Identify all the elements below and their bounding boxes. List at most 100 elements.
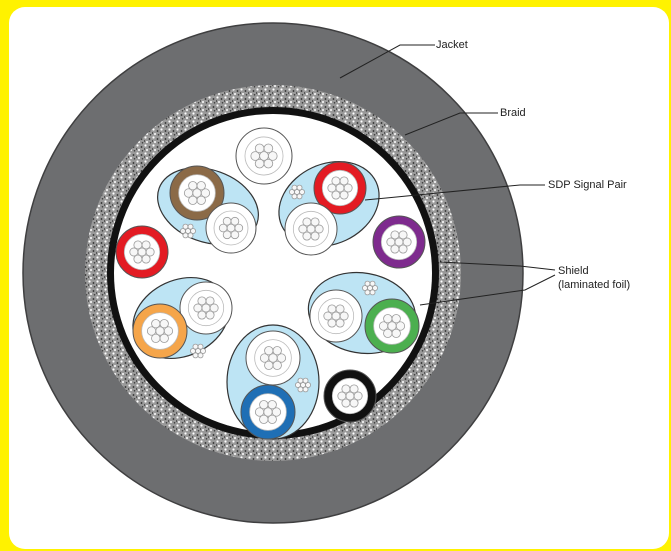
strand (353, 391, 363, 401)
drain-strands (289, 184, 305, 200)
strand (383, 328, 393, 338)
strand (386, 237, 396, 247)
strand (183, 188, 194, 198)
strand (205, 296, 215, 306)
strand (151, 333, 161, 343)
strand (192, 352, 199, 359)
braid-label: Braid (500, 107, 526, 119)
strand (302, 386, 309, 393)
strand (390, 230, 400, 240)
strand (272, 360, 282, 370)
strand (362, 285, 368, 291)
strand (297, 377, 304, 384)
strand (395, 321, 406, 331)
strand (289, 189, 295, 195)
strand (197, 296, 207, 306)
white-conductor (309, 289, 363, 343)
strand (369, 280, 376, 287)
strand (254, 407, 265, 417)
strand (197, 310, 207, 320)
strand (398, 244, 408, 254)
strand (133, 240, 143, 250)
strand (349, 384, 359, 394)
drain-strands (362, 280, 378, 296)
strand (310, 217, 320, 227)
strand (331, 176, 341, 186)
strand (372, 285, 378, 291)
strand (291, 184, 298, 191)
strand (299, 189, 305, 195)
strand (339, 190, 349, 200)
strand (331, 190, 341, 200)
shield-sublabel: (laminated foil) (558, 279, 630, 291)
conductor-group (115, 127, 426, 440)
jacket-label: Jacket (436, 39, 468, 51)
strand (327, 304, 337, 314)
strand (222, 216, 232, 226)
cable-cross-section-diagram: Jacket Braid SDP Signal Pair Shield (lam… (22, 22, 630, 524)
strand (159, 319, 169, 329)
strand (141, 240, 151, 250)
strand (187, 232, 194, 239)
strand (343, 183, 353, 193)
shield-leader-2 (419, 274, 556, 306)
strand (263, 158, 274, 169)
strand (254, 158, 265, 169)
strand (230, 230, 240, 240)
strand (391, 314, 401, 324)
strand (196, 195, 206, 205)
strand (291, 193, 298, 200)
strand (254, 143, 265, 154)
strand (276, 353, 287, 363)
strand (302, 217, 312, 227)
strand (141, 254, 151, 264)
strand (200, 348, 206, 354)
strand (133, 254, 143, 264)
sdp-pair-leader (364, 184, 545, 201)
red-conductor (313, 161, 367, 215)
strand (259, 400, 269, 410)
strand (298, 224, 308, 234)
strand (339, 176, 349, 186)
blue-conductor (240, 384, 296, 440)
strand (369, 289, 376, 296)
strand (188, 181, 198, 191)
strand (267, 400, 277, 410)
strand (267, 151, 278, 161)
strand (182, 223, 189, 230)
strand (391, 328, 401, 338)
strand (402, 237, 412, 247)
strand (230, 216, 240, 226)
strand (129, 247, 139, 257)
strand (192, 343, 199, 350)
shield-leader-1 (439, 261, 556, 271)
strand (190, 228, 196, 234)
strand (271, 407, 282, 417)
strand (296, 184, 303, 191)
strand (378, 321, 389, 331)
strand (272, 346, 282, 356)
strand (327, 183, 337, 193)
strand (264, 360, 274, 370)
strand (339, 311, 349, 321)
strand (314, 224, 324, 234)
drain-strands (190, 343, 206, 359)
strand (305, 382, 311, 388)
sdp-signal-pair-label: SDP Signal Pair (548, 179, 627, 191)
strand (187, 223, 194, 230)
strand (349, 398, 359, 408)
strand (197, 343, 204, 350)
strand (145, 247, 155, 257)
callout-leaders (339, 44, 556, 306)
strand (267, 414, 277, 424)
strand (364, 289, 371, 296)
diagram-frame: Jacket Braid SDP Signal Pair Shield (lam… (9, 7, 669, 549)
strand (259, 353, 270, 363)
orange-conductor (132, 303, 188, 359)
strand (398, 230, 408, 240)
jacket-leader (339, 44, 435, 79)
strand (302, 231, 312, 241)
strand (264, 346, 274, 356)
strand (222, 230, 232, 240)
strand (327, 318, 337, 328)
